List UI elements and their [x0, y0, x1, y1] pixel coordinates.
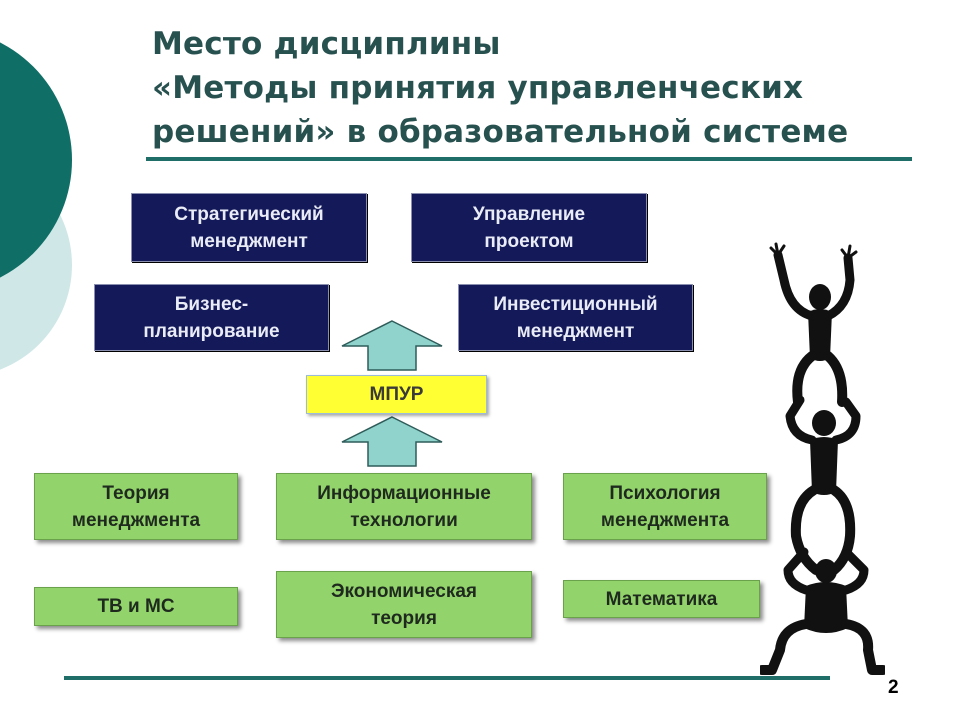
title-line-2: «Методы принятия управленческих — [152, 70, 804, 106]
title-line-3: решений» в образовательной системе — [152, 114, 849, 150]
box-economic-theory: Экономическая теория — [276, 571, 532, 638]
box-text: Психология — [609, 482, 721, 504]
slide-title: Место дисциплины «Методы принятия управл… — [152, 22, 932, 154]
box-text: менеджмента — [600, 509, 730, 531]
box-text: Стратегический — [174, 203, 324, 225]
box-information-technology: Информационные технологии — [276, 473, 532, 540]
box-management-psychology: Психология менеджмента — [563, 473, 767, 540]
box-text: Управление — [472, 203, 586, 225]
box-text: Теория — [102, 482, 170, 504]
footer-divider — [64, 676, 830, 680]
box-text: ТВ и МС — [97, 596, 175, 617]
box-text: планирование — [143, 320, 280, 342]
box-text: Информационные — [317, 482, 491, 504]
box-text: менеджмент — [190, 230, 308, 252]
box-text: Бизнес- — [174, 293, 249, 315]
box-management-theory: Теория менеджмента — [34, 473, 238, 540]
box-text: теория — [371, 607, 437, 629]
box-text: Инвестиционный — [493, 293, 658, 315]
page-number: 2 — [888, 677, 899, 698]
box-tv-ms: ТВ и МС — [34, 587, 238, 626]
box-business-planning: Бизнес-планирование — [94, 284, 329, 351]
stacked-people-illustration — [760, 242, 885, 675]
box-text: МПУР — [369, 384, 424, 405]
box-text: проектом — [484, 230, 574, 252]
box-text: менеджмента — [71, 509, 201, 531]
box-mpur: МПУР — [306, 375, 487, 414]
up-arrow-icon — [341, 320, 443, 371]
box-investment-management: Инвестиционный менеджмент — [458, 284, 693, 351]
box-mathematics: Математика — [563, 580, 760, 618]
box-text: технологии — [350, 509, 458, 531]
box-text: Математика — [605, 588, 718, 610]
box-text: менеджмент — [516, 320, 635, 342]
box-strategic-management: Стратегический менеджмент — [131, 193, 367, 262]
box-project-management: Управление проектом — [411, 193, 647, 262]
box-text: Экономическая — [330, 580, 478, 602]
title-divider — [146, 157, 912, 161]
decorative-circles — [0, 42, 72, 370]
title-line-1: Место дисциплины — [152, 26, 501, 62]
up-arrow-icon — [341, 416, 443, 467]
